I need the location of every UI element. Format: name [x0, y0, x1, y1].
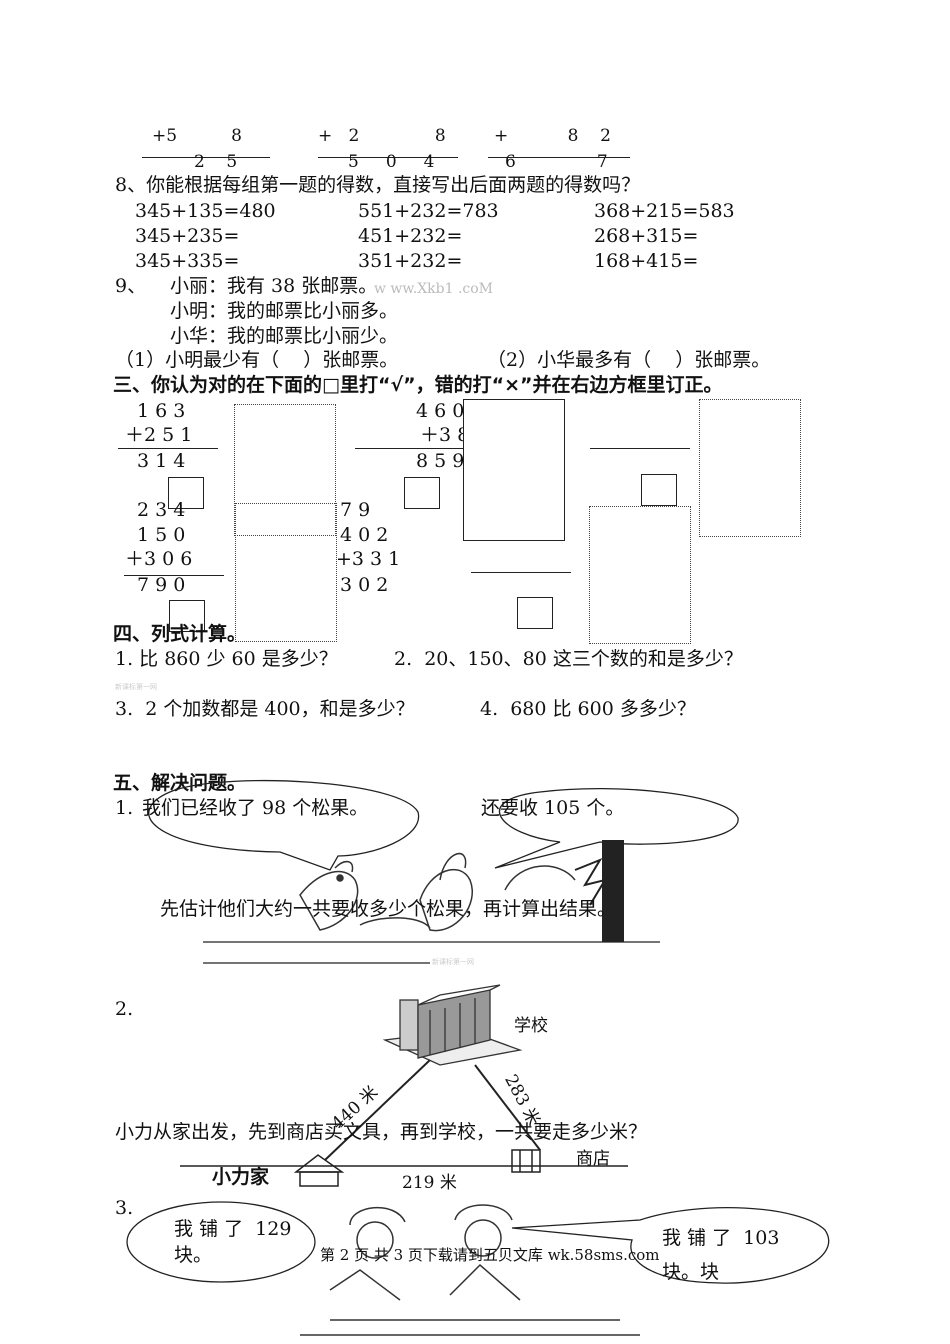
home-label: 小力家: [212, 1166, 270, 1188]
s4-q1: 1. 比 860 少 60 是多少？: [115, 648, 338, 670]
shop-icon: [511, 1149, 541, 1173]
q8-c1-r2: 345+235=: [135, 225, 240, 247]
school-building-icon: [382, 984, 523, 1066]
q8-c2-r3: 351+232=: [358, 250, 463, 272]
q8-c1-r3: 345+335=: [135, 250, 240, 272]
vertical-c-line: [488, 157, 630, 158]
p1-line2: ＋2 5 1: [125, 424, 193, 446]
right-check-box-top[interactable]: [641, 474, 677, 506]
s4-tiny-mark: 新课标第一网: [115, 683, 157, 691]
p2-line1: 4 6 0: [416, 400, 465, 422]
p3-correction-box[interactable]: [235, 503, 337, 642]
q8-title: 8、你能根据每组第一题的得数，直接写出后面两题的得数吗？: [115, 174, 641, 196]
workers-illustration: [300, 1204, 640, 1336]
q8-c1-r1: 345+135=480: [135, 200, 276, 222]
s5-p2-num: 2.: [115, 998, 134, 1020]
s5-p3-num: 3.: [115, 1197, 134, 1219]
p3-result: 7 9 0: [137, 574, 186, 596]
speech-bubble-1: [148, 779, 420, 871]
s5-p1-question: 先估计他们大约一共要收多少个松果，再计算出结果。: [160, 898, 617, 920]
bubble3-line1: 我 铺 了 129: [174, 1218, 292, 1240]
vertical-a-line: [142, 157, 270, 158]
right-rule-top: [590, 448, 690, 449]
right-correction-box-a[interactable]: [699, 399, 801, 537]
p3-rule: [124, 575, 224, 576]
bubble-remaining-text: 还要收 105 个。: [481, 797, 625, 819]
s5-tiny-mark: 新课标第一网: [432, 958, 474, 966]
p1-result: 3 1 4: [137, 450, 186, 472]
s5-p2-question: 小力从家出发，先到商店买文具，再到学校，一共要走多少米？: [115, 1121, 648, 1143]
house-icon: [293, 1154, 345, 1187]
p1-line1: 1 6 3: [137, 400, 186, 422]
page-footer: 第 2 页 共 3 页下载请到五贝文库 wk.58sms.com: [320, 1246, 660, 1264]
squirrel-scene: [299, 852, 576, 932]
p4-check-box[interactable]: [517, 597, 553, 629]
q9-line-xiaohua: 小华：我的邮票比小丽少。: [170, 325, 399, 347]
vertical-a-bottom: 2 5: [194, 152, 238, 172]
p3-line1: 2 3 4: [137, 499, 186, 521]
distance-219: 219 米: [402, 1173, 457, 1193]
speech-bubble-3: [126, 1201, 316, 1283]
q9-line-xiaoming: 小明：我的邮票比小丽多。: [170, 300, 399, 322]
vertical-b-top: + 2 8: [318, 126, 446, 146]
shop-label: 商店: [576, 1149, 610, 1169]
q8-c2-r1: 551+232=783: [358, 200, 499, 222]
p4-correction-box[interactable]: [589, 506, 691, 644]
q8-c3-r1: 368+215=583: [594, 200, 735, 222]
q8-c3-r3: 168+415=: [594, 250, 699, 272]
watermark: w ww.Xkb1 .coM: [374, 281, 494, 297]
p2-result: 8 5 9: [416, 450, 465, 472]
p4-line3: +3 3 1: [336, 548, 401, 570]
vertical-a-top: +5 8: [152, 126, 242, 146]
p1-check-box[interactable]: [168, 477, 204, 509]
q8-c3-r2: 268+315=: [594, 225, 699, 247]
p3-line3: ＋3 0 6: [125, 548, 193, 570]
speech-bubble-4: [511, 1207, 830, 1284]
p4-rule: [471, 572, 571, 573]
section5-title: 五、解决问题。: [113, 772, 247, 794]
route-home-to-school: [324, 1059, 431, 1161]
p3-check-box[interactable]: [169, 600, 205, 632]
section4-title: 四、列式计算。: [113, 623, 247, 645]
p1-correction-box[interactable]: [234, 404, 336, 536]
tree-illustration: [574, 840, 624, 942]
speech-bubble-2: [494, 788, 739, 869]
p4-line2: 4 0 2: [340, 524, 389, 546]
vertical-c-top: + 8 2: [494, 126, 611, 146]
bubble3-line2: 块。: [174, 1244, 213, 1266]
p2-correction-box[interactable]: [463, 399, 565, 541]
bubble-collected-text: 我们已经收了 98 个松果。: [142, 797, 369, 819]
q8-c2-r2: 451+232=: [358, 225, 463, 247]
bubble4-line2: 块。块: [662, 1261, 720, 1283]
s4-q2: 2. 20、150、80 这三个数的和是多少？: [394, 648, 743, 670]
q9-line-xiaoli: 小丽：我有 38 张邮票。: [170, 275, 378, 297]
p4-result: 3 0 2: [340, 574, 389, 596]
route-shop-to-school: [474, 1064, 541, 1151]
s4-q4: 4. 680 比 600 多多少？: [480, 698, 696, 720]
p2-check-box[interactable]: [404, 477, 440, 509]
school-label: 学校: [514, 1016, 548, 1036]
vertical-b-line: [318, 157, 458, 158]
s5-p1-num: 1.: [115, 797, 134, 819]
bubble4-line1: 我 铺 了 103: [662, 1227, 780, 1249]
q9-number: 9、: [115, 275, 147, 297]
p1-rule: [118, 448, 218, 449]
q9-sub2: （2）小华最多有（ ）张邮票。: [487, 349, 771, 371]
s4-q3: 3. 2 个加数都是 400，和是多少？: [115, 698, 415, 720]
section3-title: 三、你认为对的在下面的□里打“√”，错的打“×”并在右边方框里订正。: [113, 374, 723, 396]
vertical-c-bottom: 6 7: [505, 152, 608, 172]
q9-sub1: （1）小明最少有（ ）张邮票。: [115, 349, 399, 371]
vertical-b-bottom: 5 0 4: [348, 152, 435, 172]
p3-line2: 1 5 0: [137, 524, 186, 546]
p4-line1: 7 9: [340, 499, 371, 521]
p2-rule: [355, 448, 463, 449]
